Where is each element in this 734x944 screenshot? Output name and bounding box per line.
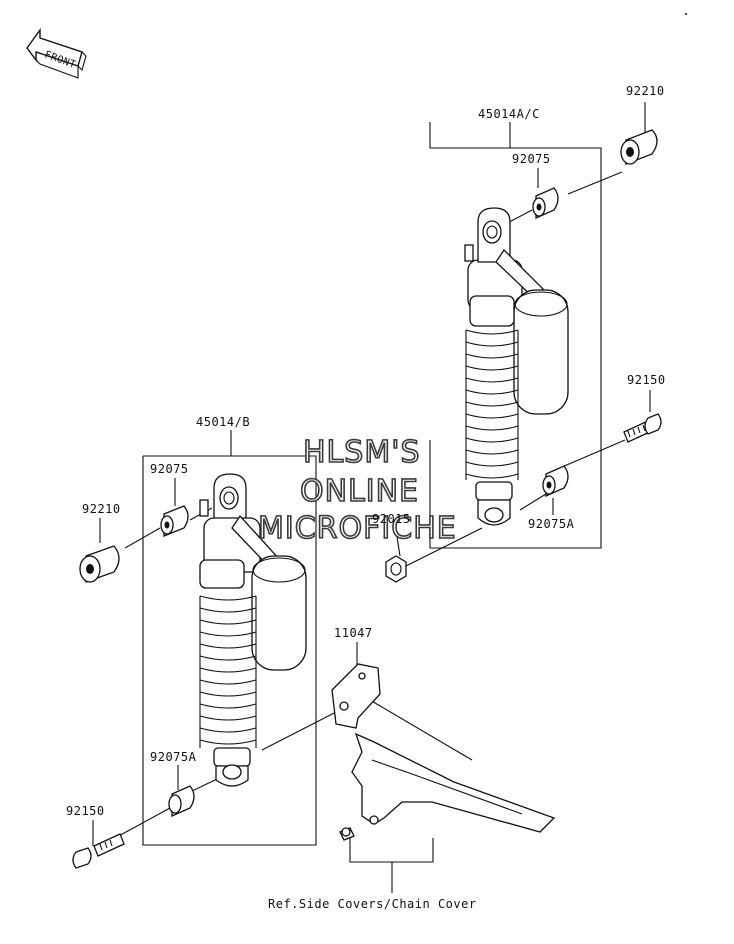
spring-right (465, 329, 519, 480)
bushing-92075A-left (168, 785, 195, 818)
label-45014A-C: 45014A/C (478, 107, 540, 121)
collar-92210-top (620, 129, 658, 165)
side-cover-reference (339, 732, 556, 841)
shock-absorber-left (199, 473, 307, 787)
bushing-92075-left (160, 505, 189, 537)
nut-92015 (385, 555, 407, 583)
label-45014-B: 45014/B (196, 415, 250, 429)
front-arrow-icon: FRONT (26, 27, 87, 79)
label-92075-left: 92075 (150, 462, 189, 476)
label-92150-right: 92150 (627, 373, 666, 387)
corner-dot (685, 13, 687, 15)
label-92075A-right: 92075A (528, 517, 575, 531)
label-92075-right: 92075 (512, 152, 551, 166)
label-92075A-left: 92075A (150, 750, 197, 764)
label-92210-top: 92210 (626, 84, 665, 98)
collar-92210-left (79, 545, 120, 583)
spring-left (199, 595, 257, 748)
watermark: HLSM'S ONLINE MICROFICHE (257, 434, 457, 547)
bracket-11047 (331, 663, 381, 729)
watermark-line3: MICROFICHE (258, 511, 457, 546)
shock-absorber-right (464, 207, 569, 526)
label-92150-left: 92150 (66, 804, 105, 818)
label-92015: 92015 (372, 512, 411, 526)
bolt-92150-left (72, 833, 125, 869)
watermark-line1: HLSM'S (303, 435, 421, 470)
watermark-line2: ONLINE (300, 474, 419, 509)
label-92210-left: 92210 (82, 502, 121, 516)
bolt-92150-right (623, 413, 662, 443)
shock-left-box (142, 455, 317, 846)
label-11047: 11047 (334, 626, 373, 640)
reference-note: Ref.Side Covers/Chain Cover (268, 897, 477, 911)
leader-lines (92, 102, 651, 893)
bushing-92075A-right (542, 465, 569, 498)
shock-right-box (429, 122, 602, 549)
bushing-92075-right (532, 187, 559, 220)
